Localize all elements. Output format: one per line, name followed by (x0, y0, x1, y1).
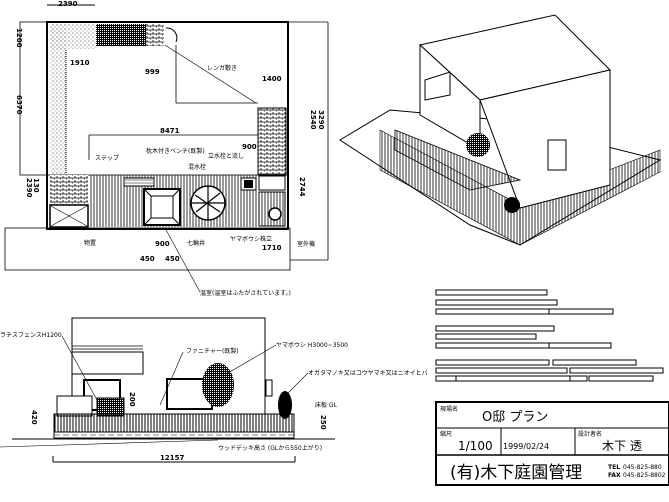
dim-1710: 1710 (262, 244, 282, 252)
dim-2744: 2744 (298, 177, 306, 197)
dim-left-height: 6370 (15, 95, 23, 115)
site-name: O邸 プラン (482, 410, 548, 425)
dim-h-left: 420 (30, 410, 38, 425)
scale-value: 1/100 (458, 439, 493, 453)
title-block: 現場名 O邸 プラン 縮尺 1/100 1999/02/24 設計者名 木下 透… (435, 401, 669, 486)
label-step: ステップ (95, 155, 119, 162)
label-storage: 物置 (84, 239, 96, 247)
label-brick: レンガ敷き (207, 64, 237, 72)
fax-number: 045-825-8802 (623, 472, 666, 479)
site-label: 現場名 (440, 405, 458, 413)
label-faucet: 立水栓と流し (208, 152, 244, 160)
date: 1999/02/24 (503, 442, 549, 451)
dim-8471: 8471 (160, 127, 180, 135)
dim-h-right: 250 (319, 415, 327, 430)
dim-2540: 2540 (309, 110, 317, 130)
label-note: 温室(温室はふたがされています。) (200, 289, 291, 297)
dim-999: 999 (145, 68, 160, 76)
notes-block (435, 289, 664, 382)
dim-left-bottom: 2390 (25, 178, 33, 198)
label-well: 七輪井 (187, 239, 205, 247)
dim-450b: 450 (165, 255, 180, 263)
designer-name: 木下 透 (602, 439, 642, 453)
fax-label: FAX (608, 472, 621, 479)
company-name: (有)木下庭園管理 (450, 463, 582, 483)
dim-left-small: 130 (32, 178, 40, 193)
dim-h200: 200 (128, 392, 136, 407)
dim-left-top: 1200 (15, 28, 23, 48)
label-shrubs: オガタマノキ又はコウヤマキ又はニオイヒバ (308, 369, 428, 377)
dim-1400: 1400 (262, 75, 282, 83)
dim-450a: 450 (140, 255, 155, 263)
tel-number: 045-825-880 (623, 464, 662, 471)
label-fence: ラチスフェンスH1200 (0, 332, 62, 339)
label-tree: ヤマボウシ株立 (230, 235, 272, 243)
elevation: 12157 200 420 250 ラチスフェンスH1200 ファニチャー(既製… (0, 317, 428, 463)
label-bench: 枕木付きベンチ(既製) (146, 147, 205, 155)
dim-1910: 1910 (70, 59, 90, 67)
label-yamaboushi: ヤマボウシ H3000~3500 (276, 341, 348, 349)
tel-label: TEL (608, 464, 620, 471)
dim-900b: 900 (155, 240, 170, 248)
isometric-view (339, 14, 662, 246)
dim-top-width: 2390 (58, 0, 78, 8)
scale-label: 縮尺 (440, 430, 452, 438)
label-floor: 床板 GL (315, 401, 338, 409)
dim-total: 12157 (160, 454, 184, 462)
dim-3290: 3290 (317, 110, 325, 130)
label-deck: ウッドデッキ高さ (GLから550上がり) (218, 444, 322, 452)
label-furniture: ファニチャー(既製) (186, 347, 239, 355)
label-outdoor-unit: 室外機 (297, 240, 315, 248)
site-plan: 2390 1200 6370 191 (4, 0, 329, 297)
designer-label: 設計者名 (578, 430, 602, 438)
dim-900a: 900 (242, 143, 257, 151)
label-water: 混水栓 (188, 163, 206, 171)
